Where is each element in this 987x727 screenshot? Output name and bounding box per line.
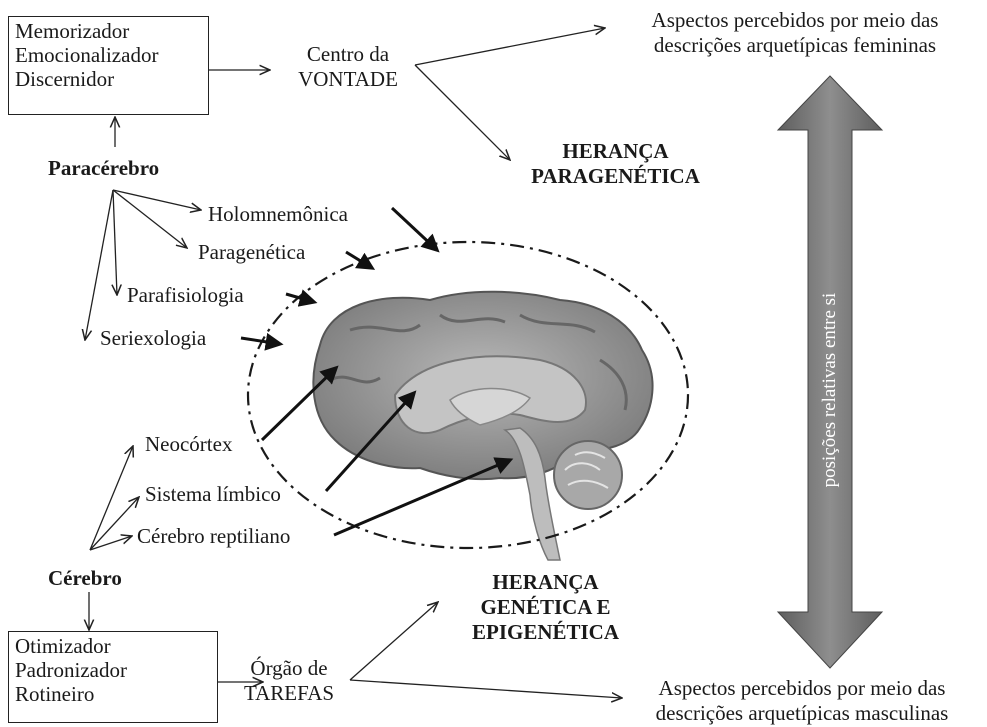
bottom-box: Otimizador Padronizador Rotineiro: [8, 631, 218, 723]
cerebro-item-sistema-limbico: Sistema límbico: [145, 482, 281, 506]
centro-vontade-line-2: VONTADE: [298, 67, 398, 91]
orgao-tarefas-line-2: TAREFAS: [243, 681, 335, 705]
heranca-paragenetica-line-1: HERANÇA: [562, 139, 669, 163]
paracerebro-item-holomnemonica: Holomnemônica: [208, 202, 348, 226]
heranca-paragenetica-line-2: PARAGENÉTICA: [531, 164, 700, 188]
vertical-arrow-label: posições relativas entre si: [819, 292, 840, 488]
cerebro-item-neocortex: Neocórtex: [145, 432, 233, 456]
paracerebro-item-parafisiologia: Parafisiologia: [127, 283, 244, 307]
paracerebro-title: Paracérebro: [48, 156, 160, 180]
orgao-tarefas-label: Órgão de TAREFAS: [225, 656, 353, 706]
heranca-genetica-line-3: EPIGENÉTICA: [471, 620, 620, 644]
heranca-genetica-line-2: GENÉTICA E: [480, 595, 611, 619]
feminine-aspects-line-1: Aspectos percebidos por meio das: [651, 8, 939, 32]
cerebro-title: Cérebro: [48, 566, 122, 590]
orgao-tarefas-line-1: Órgão de: [250, 656, 328, 680]
feminine-aspects-text: Aspectos percebidos por meio das descriç…: [607, 8, 983, 58]
heranca-genetica-line-1: HERANÇA: [492, 570, 599, 594]
masculine-aspects-line-2: descrições arquetípicas masculinas: [655, 701, 949, 725]
heranca-genetica-label: HERANÇA GENÉTICA E EPIGENÉTICA: [438, 570, 653, 645]
masculine-aspects-line-1: Aspectos percebidos por meio das: [658, 676, 946, 700]
masculine-aspects-text: Aspectos percebidos por meio das descriç…: [619, 676, 985, 726]
top-box: Memorizador Emocionalizador Discernidor: [8, 16, 209, 115]
feminine-aspects-line-2: descrições arquetípicas femininas: [653, 33, 937, 57]
heranca-paragenetica-label: HERANÇA PARAGENÉTICA: [508, 139, 723, 189]
top-box-line-2: Emocionalizador: [15, 43, 159, 67]
bottom-box-line-3: Rotineiro: [15, 682, 95, 706]
top-box-line-1: Memorizador: [15, 19, 130, 43]
centro-vontade-line-1: Centro da: [306, 42, 390, 66]
vertical-double-arrow: [776, 75, 884, 669]
dashed-ellipse: [246, 240, 690, 550]
paracerebro-item-seriexologia: Seriexologia: [100, 326, 207, 350]
cerebro-item-cerebro-reptiliano: Cérebro reptiliano: [137, 524, 291, 548]
top-box-line-3: Discernidor: [15, 67, 115, 91]
brain-illustration: [312, 290, 654, 561]
centro-vontade-label: Centro da VONTADE: [278, 42, 418, 92]
bottom-box-line-1: Otimizador: [15, 634, 111, 658]
bottom-box-line-2: Padronizador: [15, 658, 127, 682]
paracerebro-item-paragenetica: Paragenética: [198, 240, 306, 264]
